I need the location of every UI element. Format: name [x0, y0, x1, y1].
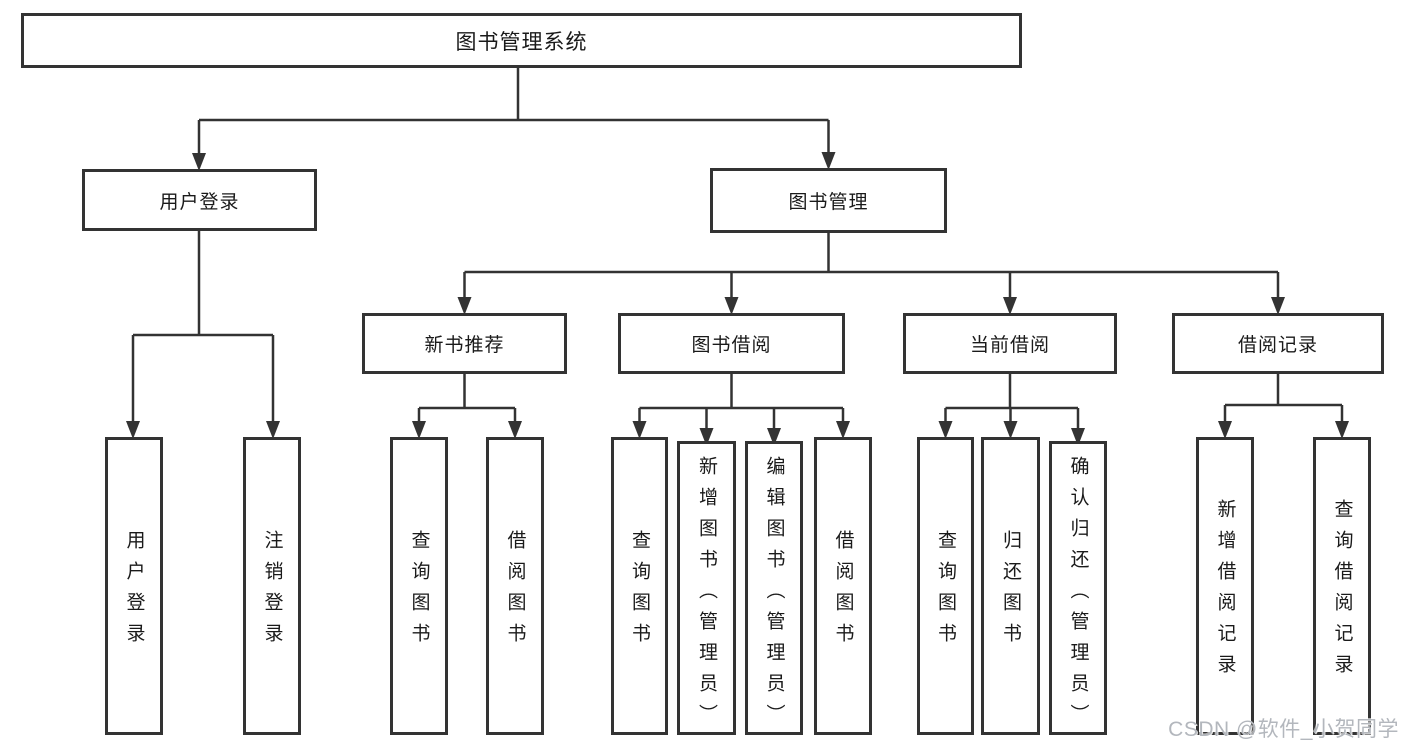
node-label: 编辑图书（管理员） [763, 456, 785, 735]
node-book-borrowing: 图书借阅 [618, 313, 845, 374]
node-leaf-borrow-books: 借阅图书 [814, 437, 872, 735]
node-current-borrowing: 当前借阅 [903, 313, 1117, 374]
node-leaf-edit-book-admin: 编辑图书（管理员） [745, 441, 803, 735]
node-label: 图书借阅 [691, 335, 772, 356]
node-label: 新书推荐 [424, 335, 505, 356]
node-label: 查询图书 [935, 530, 956, 654]
node-leaf-add-book-admin: 新增图书（管理员） [677, 441, 736, 735]
node-label: 图书管理 [788, 192, 869, 213]
node-label: 借阅记录 [1237, 335, 1318, 356]
node-user-login: 用户登录 [82, 169, 317, 231]
node-leaf-borrow-books-recommend: 借阅图书 [486, 437, 544, 735]
node-label: 查询图书 [408, 530, 430, 654]
node-leaf-user-login: 用户登录 [105, 437, 163, 735]
node-label: 查询图书 [629, 530, 650, 654]
node-new-book-recommend: 新书推荐 [362, 313, 567, 374]
node-leaf-query-books-current: 查询图书 [917, 437, 974, 735]
node-library-system: 图书管理系统 [21, 13, 1022, 68]
node-leaf-return-book: 归还图书 [981, 437, 1040, 735]
node-leaf-query-borrow-record: 查询借阅记录 [1313, 437, 1371, 735]
node-leaf-add-borrow-record: 新增借阅记录 [1196, 437, 1254, 735]
node-label: 查询借阅记录 [1331, 499, 1353, 685]
node-label: 借阅图书 [504, 530, 526, 654]
node-label: 新增图书（管理员） [696, 456, 717, 735]
node-label: 用户登录 [159, 191, 240, 213]
node-label: 注销登录 [261, 530, 283, 654]
node-label: 确认归还（管理员） [1067, 456, 1089, 735]
node-leaf-logout: 注销登录 [243, 437, 301, 735]
node-label: 图书管理系统 [455, 30, 588, 54]
node-label: 用户登录 [123, 530, 145, 654]
node-leaf-query-books-recommend: 查询图书 [390, 437, 448, 735]
node-book-management: 图书管理 [710, 168, 947, 233]
node-borrow-records: 借阅记录 [1172, 313, 1384, 374]
node-leaf-confirm-return-admin: 确认归还（管理员） [1049, 441, 1107, 735]
node-label: 归还图书 [1000, 530, 1021, 654]
node-label: 当前借阅 [969, 335, 1050, 356]
node-label: 新增借阅记录 [1214, 499, 1236, 685]
node-label: 借阅图书 [832, 530, 854, 654]
node-leaf-query-books-borrowing: 查询图书 [611, 437, 668, 735]
watermark: CSDN @软件_小贺同学 [1168, 718, 1399, 741]
